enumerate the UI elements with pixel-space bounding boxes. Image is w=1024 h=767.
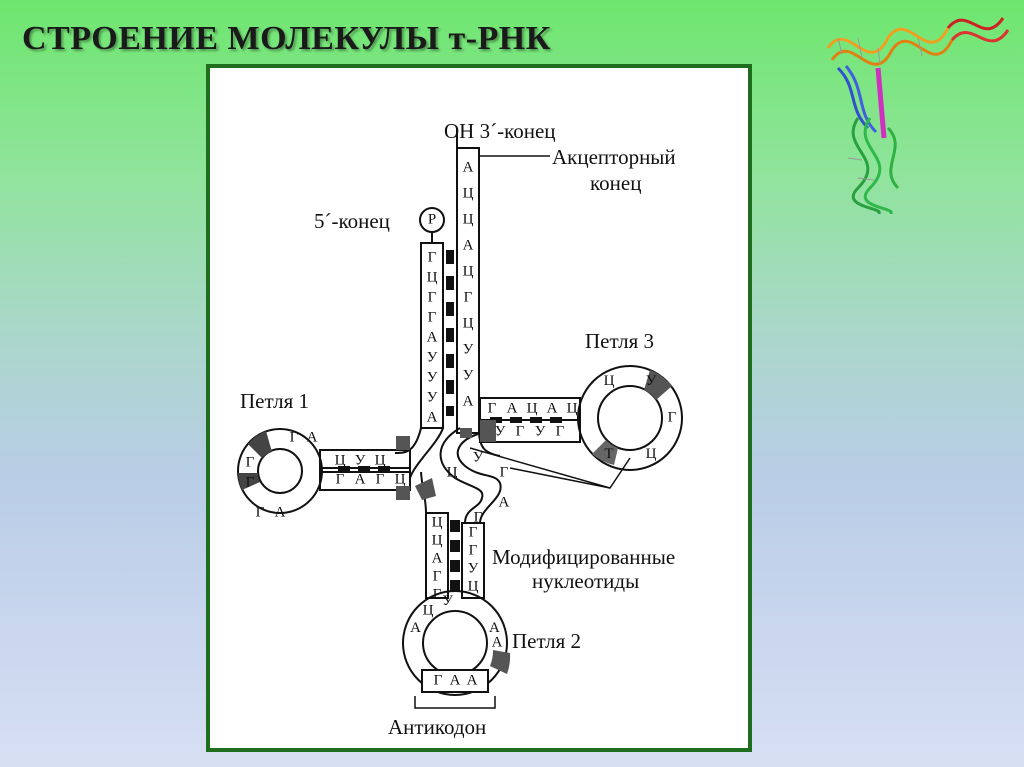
nucleotide-loop3_stem_bottom-0: У [495, 423, 506, 439]
nucleotide-loop3_stem_bottom-2: У [535, 423, 546, 439]
nucleotide-loop3_ring-4: Т [604, 446, 613, 462]
nucleotide-acceptor_right-8: У [463, 367, 474, 383]
acceptor-base-pairs [446, 250, 454, 416]
nucleotide-modified_strand-1: У [473, 449, 484, 465]
nucleotide-loop1_stem_top-2: Ц [375, 452, 386, 468]
nucleotide-loop1_bottom-0: Г [256, 504, 265, 520]
nucleotide-acceptor_left-3: Г [428, 309, 437, 325]
nucleotide-acceptor_left-7: У [427, 389, 438, 405]
nucleotide-acceptor_right-1: Ц [463, 185, 474, 201]
nucleotide-acceptor_right-7: У [463, 341, 474, 357]
nucleotide-modified_strand-0: Ц [447, 464, 458, 480]
nucleotide-loop1_stem_bottom-2: Г [376, 471, 385, 487]
anticodon-label: Антикодон [388, 715, 486, 739]
nucleotide-anticodon_stem_left-2: А [432, 550, 443, 566]
nucleotide-acceptor_right-0: А [463, 159, 474, 175]
nucleotide-acceptor_right-5: Г [464, 289, 473, 305]
nucleotide-acceptor_right-6: Ц [463, 315, 474, 331]
nucleotide-acceptor_left-6: У [427, 369, 438, 385]
nucleotide-loop3_ring-1: У [646, 373, 657, 389]
nucleotide-acceptor_right-2: Ц [463, 211, 474, 227]
nucleotide-acceptor_right-4: Ц [463, 263, 474, 279]
nucleotide-modified_strand-2: Г [500, 464, 509, 480]
loop3-label: Петля 3 [585, 329, 654, 353]
modified-label-line2: нуклеотиды [532, 569, 639, 593]
nucleotide-acceptor_left-5: У [427, 349, 438, 365]
acceptor-label-line2: конец [590, 171, 641, 195]
nucleotide-anticodon_bases-2: А [467, 672, 478, 688]
nucleotide-anticodon_bases-1: А [450, 672, 461, 688]
anticodon-stem-left [425, 512, 449, 599]
nucleotide-loop3_ring-2: Г [668, 409, 677, 425]
nucleotide-loop1_stem_bottom-3: Ц [395, 471, 406, 487]
nucleotide-loop2_right-1: А [492, 634, 503, 650]
nucleotide-acceptor_left-1: Ц [427, 269, 438, 285]
trna-ribbon-image [826, 17, 1010, 214]
diagram-frame: .bb{fill:none;stroke:#111;stroke-width:2… [206, 64, 752, 752]
three-prime-end-label: ОН 3´-конец [444, 119, 556, 143]
nucleotide-acceptor_right-3: А [463, 237, 474, 253]
nucleotide-anticodon_stem_left-3: Г [433, 568, 442, 584]
trna-diagram: .bb{fill:none;stroke:#111;stroke-width:2… [237, 119, 683, 739]
nucleotide-loop1_top-0: Г [290, 429, 299, 445]
anticodon-bracket [414, 696, 496, 709]
nucleotide-anticodon_stem_left-4: Г [433, 586, 442, 602]
nucleotide-loop1_bottom-1: А [275, 504, 286, 520]
acceptor-label-line1: Акцепторный [552, 145, 676, 169]
loop1-label: Петля 1 [240, 389, 309, 413]
slide-title: СТРОЕНИЕ МОЛЕКУЛЫ т-РНК [22, 20, 551, 57]
nucleotide-anticodon_bases-0: Г [434, 672, 443, 688]
nucleotide-loop3_stem_bottom-1: Г [516, 423, 525, 439]
nucleotide-anticodon_stem_right-2: У [468, 560, 479, 576]
nucleotide-loop1_stem_bottom-0: Г [336, 471, 345, 487]
nucleotide-acceptor_left-0: Г [428, 249, 437, 265]
nucleotide-loop2_left-0: А [410, 620, 421, 636]
nucleotide-anticodon_stem_right-1: Г [469, 542, 478, 558]
nucleotide-acceptor_left-2: Г [428, 289, 437, 305]
nucleotide-loop3_ring-3: Ц [646, 446, 657, 462]
loop1-base-pairs [338, 466, 390, 472]
nucleotide-loop3_stem_top-4: Ц [567, 400, 578, 416]
phosphate-label: Р [428, 211, 436, 227]
loop2-label: Петля 2 [512, 629, 581, 653]
nucleotide-modified_strand-4: Г [474, 509, 483, 525]
anticodon-stem-right [461, 522, 485, 599]
nucleotide-loop1_stem_top-0: Ц [335, 452, 346, 468]
nucleotide-loop3_stem_bottom-3: Г [556, 423, 565, 439]
nucleotide-acceptor_left-8: А [427, 409, 438, 425]
nucleotide-loop3_stem_top-3: А [547, 400, 558, 416]
nucleotide-loop1_stem_top-1: У [355, 452, 366, 468]
nucleotide-acceptor_left-4: А [427, 329, 438, 345]
nucleotide-loop3_stem_top-1: А [507, 400, 518, 416]
loop3-ring [577, 365, 683, 471]
nucleotide-anticodon_stem_right-0: Г [469, 524, 478, 540]
nucleotide-loop3_stem_top-2: Ц [527, 400, 538, 416]
nucleotide-modified_strand-3: А [499, 494, 510, 510]
nucleotide-anticodon_stem_left-0: Ц [432, 514, 443, 530]
nucleotide-anticodon_stem_left-1: Ц [432, 532, 443, 548]
five-prime-end-label: 5´-конец [314, 209, 390, 233]
nucleotide-loop1_top-1: А [307, 429, 318, 445]
nucleotide-loop3_ring-0: Ц [604, 373, 615, 389]
nucleotide-loop2_left-1: Ц [423, 602, 434, 618]
loop2-ring [402, 590, 508, 696]
nucleotide-loop2_left-2: У [442, 593, 453, 609]
anticodon-base-pairs [450, 520, 460, 592]
loop1-ring [237, 428, 323, 514]
nucleotide-loop1_left-1: Г [246, 474, 255, 490]
nucleotide-loop1_left-0: Г [246, 454, 255, 470]
nucleotide-loop2_right-0: А [489, 620, 500, 636]
nucleotide-acceptor_right-9: А [463, 393, 474, 409]
modified-label-line1: Модифицированные [492, 545, 675, 569]
nucleotide-anticodon_stem_right-3: Ц [468, 578, 479, 594]
nucleotide-loop1_stem_bottom-1: А [355, 471, 366, 487]
nucleotide-loop3_stem_top-0: Г [488, 400, 497, 416]
